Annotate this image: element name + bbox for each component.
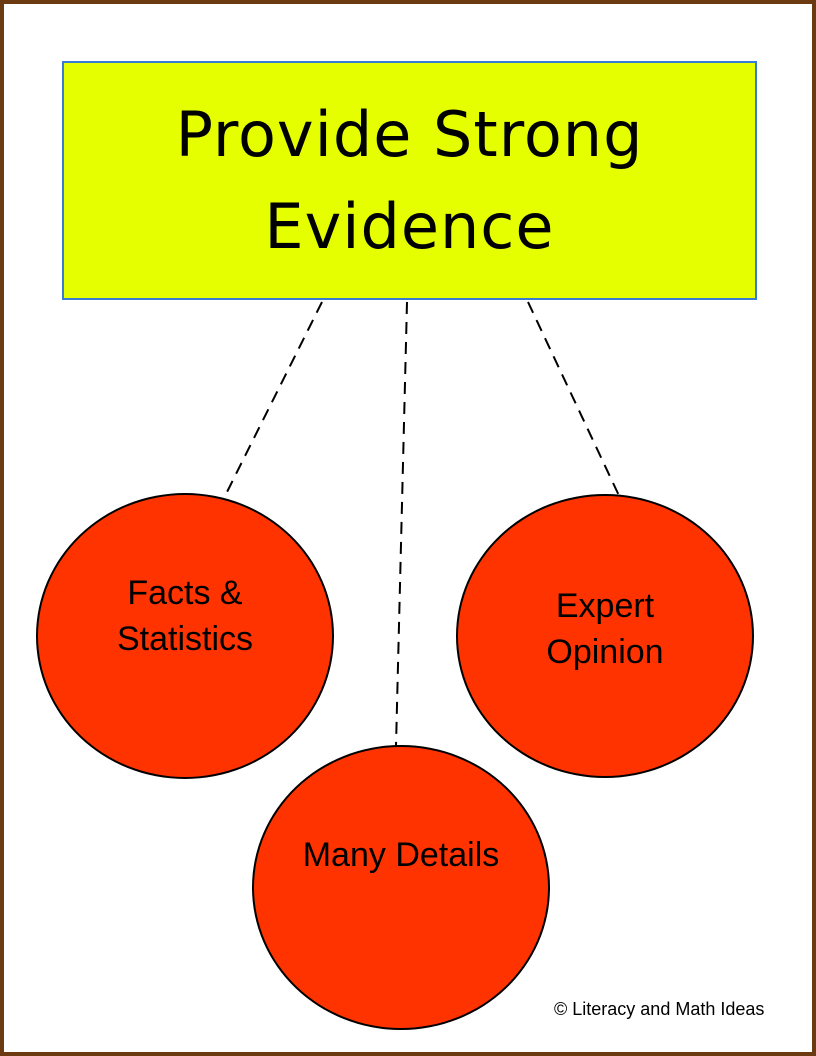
connector-details [395, 301, 408, 747]
diagram-title: Provide Strong Evidence [175, 97, 644, 263]
copyright-notice: © Literacy and Math Ideas [554, 999, 765, 1019]
node-many-details: Many Details [252, 745, 550, 1030]
node-expert-label: Expert Opinion [546, 586, 664, 671]
node-expert-opinion: Expert Opinion [456, 494, 754, 778]
title-box: Provide Strong Evidence [62, 61, 757, 300]
node-facts-label: Facts & Statistics [116, 574, 254, 658]
connector-lines [225, 301, 623, 747]
node-facts-statistics: Facts & Statistics [36, 493, 334, 779]
node-details-label: Many Details [302, 836, 500, 874]
connector-facts [225, 301, 323, 495]
connector-expert [527, 301, 623, 503]
